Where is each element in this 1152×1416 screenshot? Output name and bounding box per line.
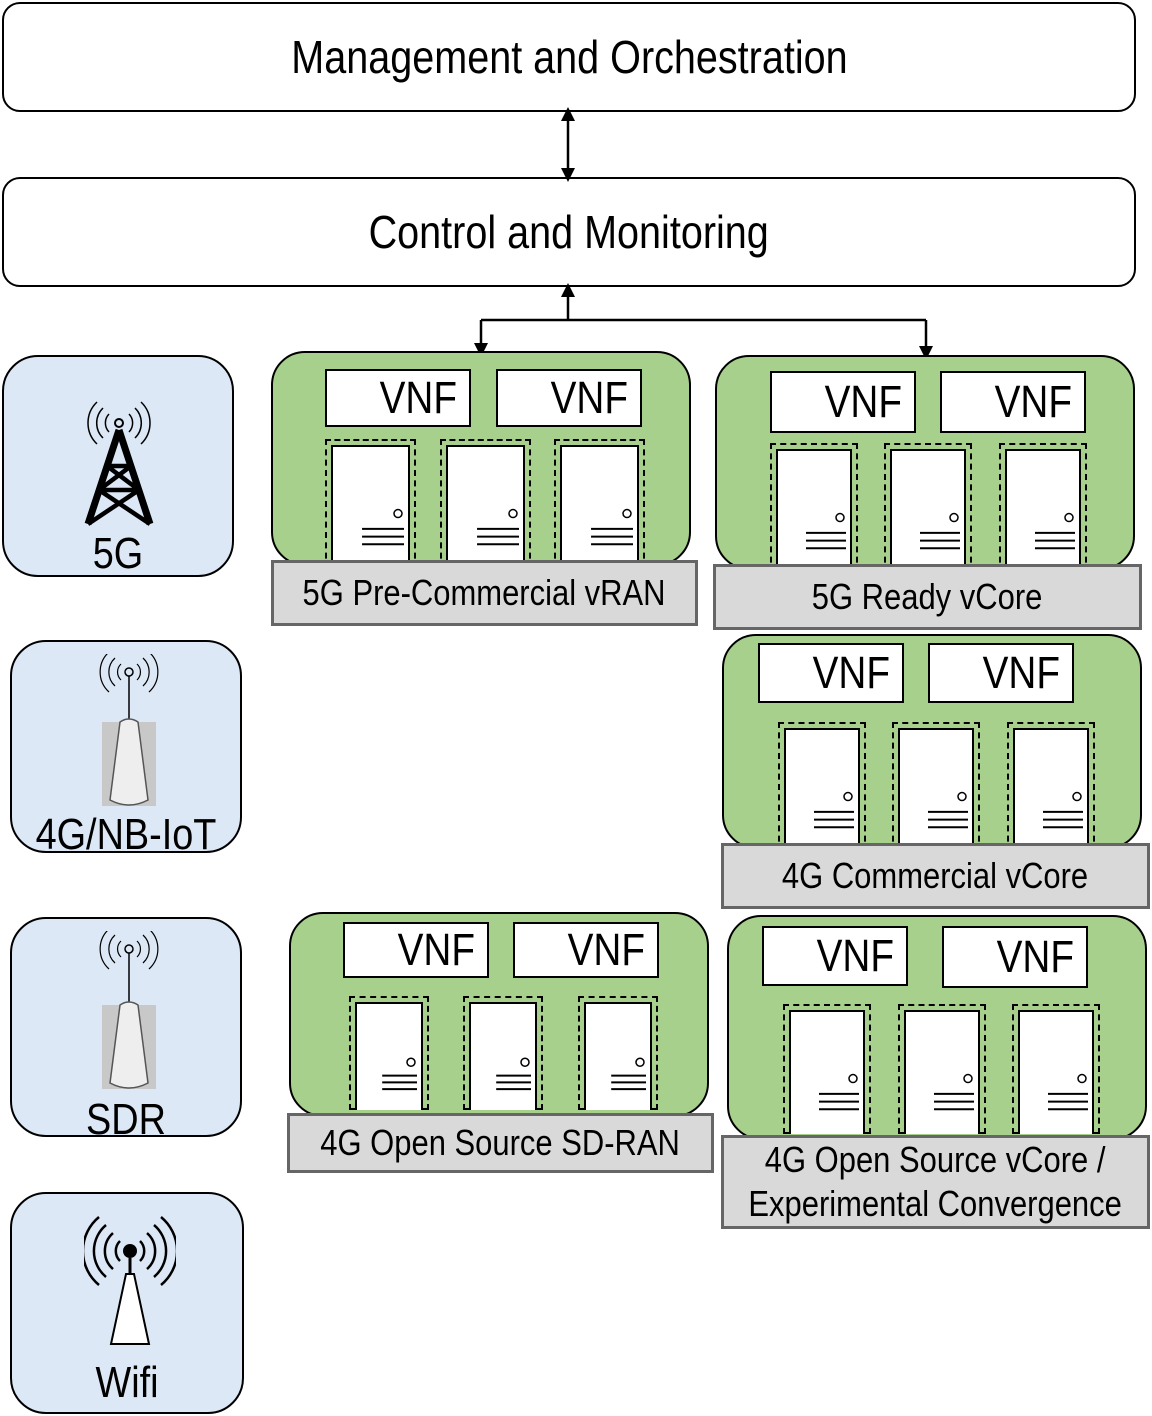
wifi-access-point-icon [84, 1216, 176, 1345]
site-label-line: 4G Open Source vCore / [765, 1139, 1106, 1180]
server-icon [469, 1002, 537, 1110]
server-slot [898, 1004, 986, 1134]
site-4g-vcore: VNF VNF [722, 634, 1142, 852]
site-label-text: 4G Open Source vCore /Experimental Conve… [718, 1138, 1152, 1226]
server-icon [776, 449, 852, 573]
server-icon [1005, 449, 1081, 573]
vnf-label: VNF [567, 924, 645, 975]
small-cell-antenna-icon [99, 931, 159, 1089]
site-4g-os-vcore: VNF VNF [727, 915, 1147, 1140]
vnf-label: VNF [996, 931, 1074, 982]
server-icon [331, 445, 410, 569]
server-icon [355, 1002, 423, 1110]
site-label-text: 5G Pre-Commercial vRAN [273, 571, 695, 615]
vnf-label: VNF [812, 647, 890, 698]
tech-4g-nb-iot: 4G/NB-IoT [10, 640, 242, 859]
server-slot [1012, 1004, 1100, 1134]
tech-wifi-label: Wifi [95, 1358, 159, 1407]
tech-4g-label: 4G/NB-IoT [35, 810, 217, 859]
server-icon [1018, 1010, 1094, 1134]
server-slot [999, 443, 1087, 573]
server-slot [325, 439, 416, 569]
site-label-text: 4G Open Source SD-RAN [291, 1121, 709, 1165]
site-label-5g-vran: 5G Pre-Commercial vRAN [271, 560, 698, 626]
vnf-label: VNF [550, 372, 628, 423]
vnf-box: VNF [762, 926, 908, 986]
vnf-label: VNF [816, 930, 894, 981]
server-icon [784, 728, 860, 852]
vnf-box: VNF [496, 369, 642, 427]
vnf-box: VNF [928, 643, 1074, 703]
site-label-line: 5G Ready vCore [812, 576, 1043, 617]
vnf-box: VNF [343, 922, 489, 978]
site-label-4g-vcore: 4G Commercial vCore [721, 843, 1150, 909]
server-slot [778, 722, 866, 852]
vnf-box: VNF [942, 926, 1088, 988]
server-slot [783, 1004, 871, 1134]
tech-5g: 5G [2, 355, 234, 578]
site-label-line: Experimental Convergence [748, 1183, 1123, 1224]
site-5g-vcore: VNF VNF [715, 355, 1135, 573]
vnf-label: VNF [994, 376, 1072, 427]
server-icon [904, 1010, 980, 1134]
site-label-line: 4G Open Source SD-RAN [320, 1122, 681, 1163]
server-slot [892, 722, 980, 852]
vnf-box: VNF [940, 371, 1086, 433]
server-slot [440, 439, 531, 569]
server-slot [1007, 722, 1095, 852]
management-orchestration-title: Management and Orchestration [290, 31, 848, 83]
site-label-text: 4G Commercial vCore [757, 854, 1113, 898]
server-icon [890, 449, 966, 573]
vnf-label: VNF [982, 647, 1060, 698]
server-icon [1013, 728, 1089, 852]
server-icon [789, 1010, 865, 1134]
site-label-4g-sdran: 4G Open Source SD-RAN [287, 1113, 714, 1173]
control-monitoring-title: Control and Monitoring [368, 206, 770, 258]
vnf-label: VNF [824, 376, 902, 427]
server-slot [578, 996, 658, 1110]
tech-sdr: SDR [10, 917, 242, 1144]
server-slot [463, 996, 543, 1110]
tech-wifi: Wifi [10, 1192, 244, 1414]
server-icon [446, 445, 525, 569]
tech-5g-label: 5G [92, 529, 144, 578]
vnf-box: VNF [758, 643, 904, 703]
vnf-box: VNF [770, 371, 916, 433]
site-label-line: 4G Commercial vCore [782, 855, 1089, 896]
vnf-label: VNF [397, 924, 475, 975]
management-orchestration-layer: Management and Orchestration [2, 2, 1136, 112]
vnf-box: VNF [325, 369, 471, 427]
server-slot [770, 443, 858, 573]
site-4g-sdran: VNF VNF [289, 912, 709, 1117]
vnf-box: VNF [513, 922, 659, 978]
site-label-5g-vcore: 5G Ready vCore [713, 564, 1142, 630]
server-icon [560, 445, 639, 569]
cell-tower-icon [84, 401, 154, 526]
server-icon [898, 728, 974, 852]
small-cell-antenna-icon [99, 654, 159, 806]
server-icon [584, 1002, 652, 1110]
server-slot [554, 439, 645, 569]
site-label-text: 5G Ready vCore [793, 575, 1061, 619]
server-slot [884, 443, 972, 573]
site-label-4g-os-vcore: 4G Open Source vCore /Experimental Conve… [721, 1135, 1150, 1229]
vnf-label: VNF [379, 372, 457, 423]
site-label-line: 5G Pre-Commercial vRAN [303, 572, 667, 613]
tech-sdr-label: SDR [86, 1095, 166, 1144]
server-slot [349, 996, 429, 1110]
site-5g-vran: VNF VNF [271, 351, 691, 569]
